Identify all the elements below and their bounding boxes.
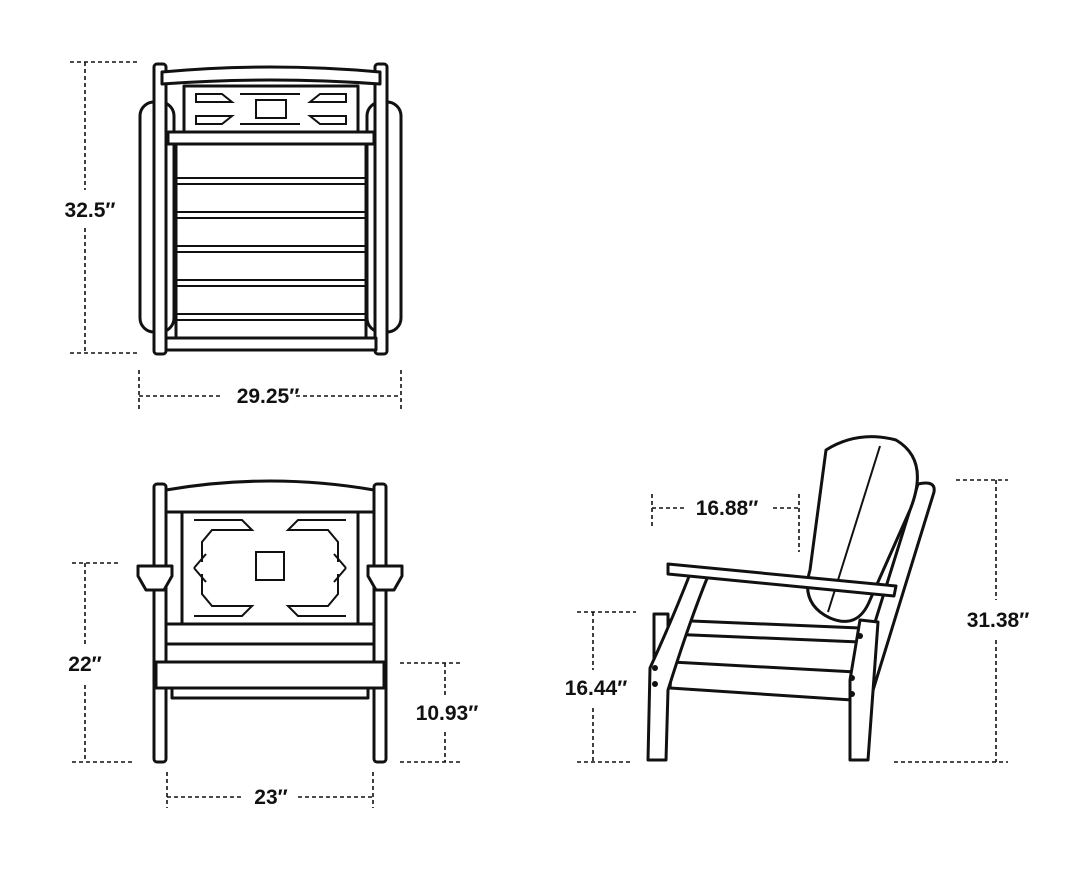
front-width-label: 23″ — [254, 786, 287, 809]
top-depth-dimension: 32.5″ — [65, 61, 137, 354]
top-width-dimension: 29.25″ — [138, 370, 402, 410]
front-view — [136, 479, 404, 764]
front-arm-height-dimension: 22″ — [68, 562, 132, 763]
side-arm-depth-label: 16.88″ — [696, 497, 759, 520]
front-seat-height-label: 10.93″ — [416, 702, 479, 725]
side-overall-height-dimension: 31.38″ — [894, 479, 1030, 763]
top-width-label: 29.25″ — [237, 385, 300, 408]
side-overall-height-label: 31.38″ — [967, 609, 1030, 632]
top-depth-label: 32.5″ — [65, 199, 116, 222]
side-seat-height-dimension: 16.44″ — [565, 611, 636, 763]
front-arm-height-label: 22″ — [68, 653, 101, 676]
side-view — [646, 435, 936, 762]
side-seat-height-label: 16.44″ — [565, 677, 628, 700]
side-arm-depth-dimension: 16.88″ — [651, 494, 800, 552]
top-view — [138, 62, 403, 356]
front-width-dimension: 23″ — [166, 772, 374, 809]
front-seat-height-dimension: 10.93″ — [400, 662, 479, 763]
